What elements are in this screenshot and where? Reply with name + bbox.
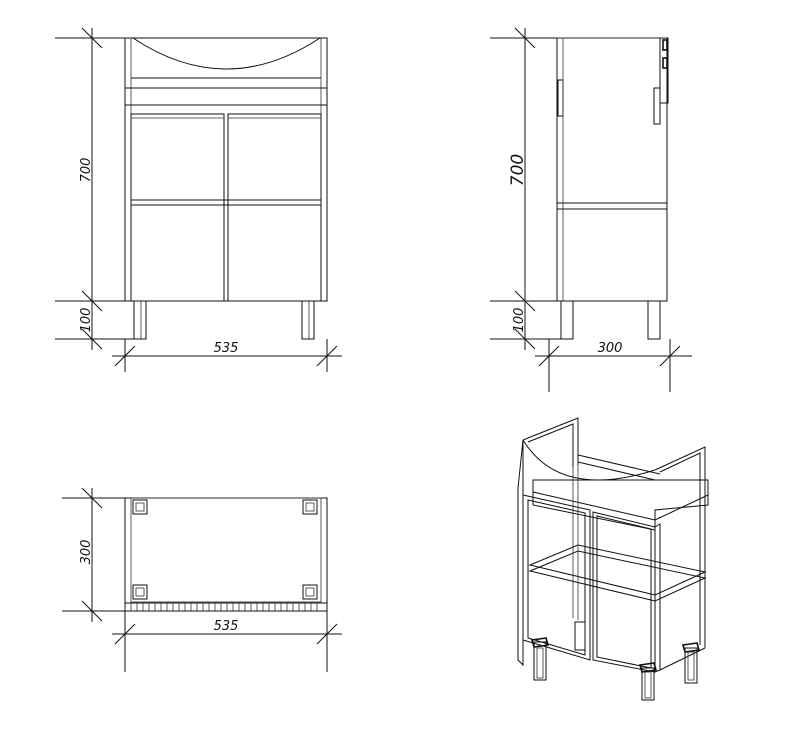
top-door-edge: [124, 602, 328, 612]
front-basin-curve: [132, 37, 321, 70]
top-view: 300 535: [62, 487, 342, 672]
isometric-view: [517, 417, 709, 701]
side-leg-right: [647, 300, 661, 340]
iso-leg-3: [684, 647, 698, 684]
top-depth-label: 300: [79, 540, 94, 565]
side-height-label: 700: [508, 154, 528, 186]
front-door-right: [227, 113, 322, 302]
iso-leg-4: [574, 621, 586, 651]
front-height-label: 700: [79, 158, 94, 183]
side-leg-height-label: 100: [512, 308, 527, 333]
iso-leg-2: [641, 667, 655, 701]
iso-door-right: [592, 511, 656, 673]
top-width-label: 535: [214, 619, 239, 634]
iso-shelf: [528, 544, 707, 596]
iso-door-left: [522, 494, 591, 661]
front-width-label: 535: [214, 341, 239, 356]
side-leg-left: [560, 300, 574, 340]
top-foot-4: [302, 584, 318, 600]
front-leg-height-label: 100: [79, 308, 94, 333]
side-depth-label: 300: [598, 341, 623, 356]
front-body-outline: [124, 37, 328, 302]
top-foot-3: [132, 584, 148, 600]
top-foot-1: [132, 499, 148, 515]
side-handle: [557, 79, 564, 117]
side-view: 700 100 300: [490, 27, 692, 392]
side-basin-rim: [659, 37, 669, 104]
iso-basin-curve: [522, 439, 656, 481]
front-view: 700 100 535: [55, 27, 342, 372]
side-body-outline: [556, 37, 668, 302]
front-door-left: [130, 113, 225, 302]
top-foot-2: [302, 499, 318, 515]
iso-leg-1: [533, 641, 547, 681]
front-leg-left: [133, 300, 147, 340]
top-outline: [124, 497, 328, 612]
front-leg-right: [301, 300, 315, 340]
side-hinge: [653, 87, 661, 125]
